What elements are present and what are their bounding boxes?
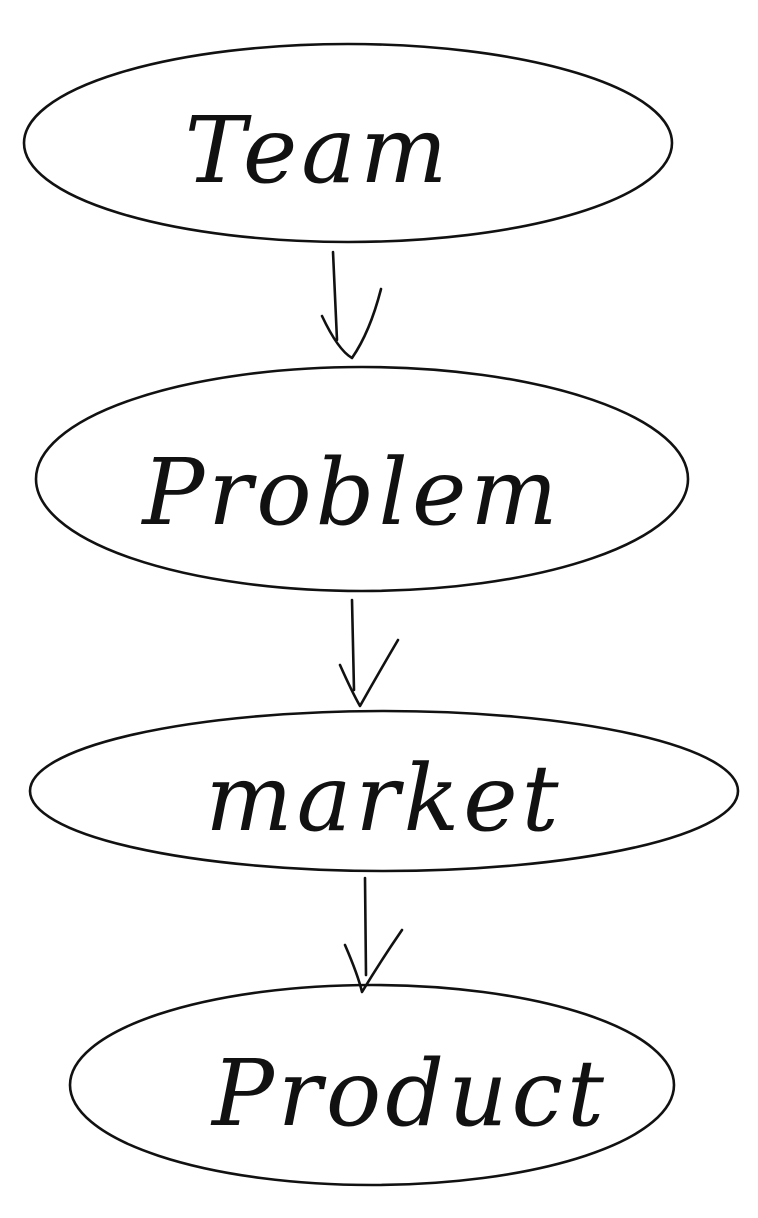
node-product-ellipse <box>68 983 676 1187</box>
node-market-ellipse <box>28 709 740 873</box>
arrow-team-to-problem <box>320 250 383 360</box>
node-market-label: market <box>205 745 562 852</box>
arrow-problem-to-market <box>338 598 400 708</box>
arrow-team-to-problem-shaft <box>331 250 339 342</box>
node-market: market <box>28 709 740 873</box>
node-team-ellipse <box>22 42 674 244</box>
node-product: Product <box>68 983 676 1187</box>
arrow-problem-to-market-head <box>338 638 400 708</box>
node-team-label: Team <box>185 97 452 204</box>
node-product-label: Product <box>210 1040 608 1147</box>
arrow-market-to-product-head <box>343 928 404 994</box>
node-problem-label: Problem <box>140 439 561 546</box>
node-problem: Problem <box>34 365 690 593</box>
node-team: Team <box>22 42 674 244</box>
arrow-team-to-problem-head <box>320 287 383 360</box>
arrow-market-to-product-shaft <box>363 876 368 977</box>
node-problem-ellipse <box>34 365 690 593</box>
arrow-problem-to-market-shaft <box>350 598 356 692</box>
arrow-market-to-product <box>343 876 404 994</box>
